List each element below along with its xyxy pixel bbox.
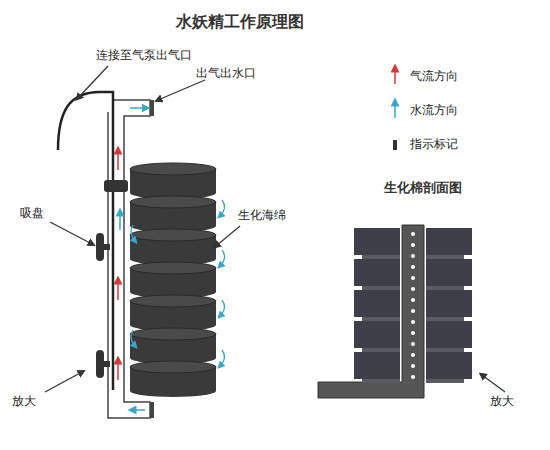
hole-dot (411, 298, 415, 302)
sponge-disc (130, 385, 216, 397)
sponge-disc (130, 163, 216, 175)
sponge-cross-section (318, 225, 472, 398)
sponge-disc (130, 262, 216, 274)
legend-text: 水流方向 (410, 103, 458, 117)
sponge-block (354, 228, 400, 255)
sponge-block (426, 352, 472, 379)
sponge-block (362, 286, 400, 290)
sponge-block (426, 348, 464, 352)
sponge-block (426, 317, 464, 321)
hole-dot (411, 309, 415, 313)
hole-dot (411, 287, 415, 291)
hole-dot (411, 342, 415, 346)
hole-dot (411, 254, 415, 258)
hole-dot (411, 276, 415, 280)
sponge-block (426, 321, 472, 348)
flow-arrows (118, 108, 225, 410)
sponge-block (426, 290, 472, 317)
sponge-block (426, 259, 472, 286)
sponge-block (362, 348, 400, 352)
part-label: 吸盘 (20, 206, 44, 220)
sponge-disc (130, 229, 216, 241)
sponge-block (354, 321, 400, 348)
diagram-title: 水妖精工作原理图 (176, 12, 304, 31)
hole-dot (411, 232, 415, 236)
part-label: 出气出水口 (196, 66, 256, 80)
hole-dot (411, 265, 415, 269)
part-label: 生化海绵 (238, 208, 286, 222)
sponge-block (354, 259, 400, 286)
leader-arrow (45, 66, 505, 392)
sponge-block (354, 290, 400, 317)
legend-sample (393, 68, 397, 150)
hole-dot (411, 364, 415, 368)
hole-dot (411, 375, 415, 379)
sponge-disc (130, 196, 216, 208)
sponge-block (362, 379, 400, 383)
tube-cap (104, 180, 128, 192)
legend-text: 气流方向 (410, 69, 458, 83)
sponge-disc (130, 295, 216, 307)
part-label: 放大 (12, 394, 36, 408)
sponge-block (426, 379, 464, 383)
hole-dot (411, 331, 415, 335)
hole-dot (411, 243, 415, 247)
sponge-block (362, 255, 400, 259)
hole-dot (411, 353, 415, 357)
section-title: 生化棉剖面图 (384, 180, 462, 196)
sponge-block (426, 255, 464, 259)
sponge-disc (130, 328, 216, 340)
sponge-disc (130, 361, 216, 373)
suction-cup (96, 233, 110, 378)
legend-text: 指示标记 (410, 137, 458, 151)
part-label: 连接至气泵出气口 (96, 48, 192, 62)
part-label: 放大 (490, 394, 514, 408)
sponge-block (362, 317, 400, 321)
bio-sponge (130, 163, 216, 397)
sponge-block (354, 352, 400, 379)
sponge-block (426, 286, 464, 290)
hole-dot (411, 320, 415, 324)
sponge-block (426, 228, 472, 255)
